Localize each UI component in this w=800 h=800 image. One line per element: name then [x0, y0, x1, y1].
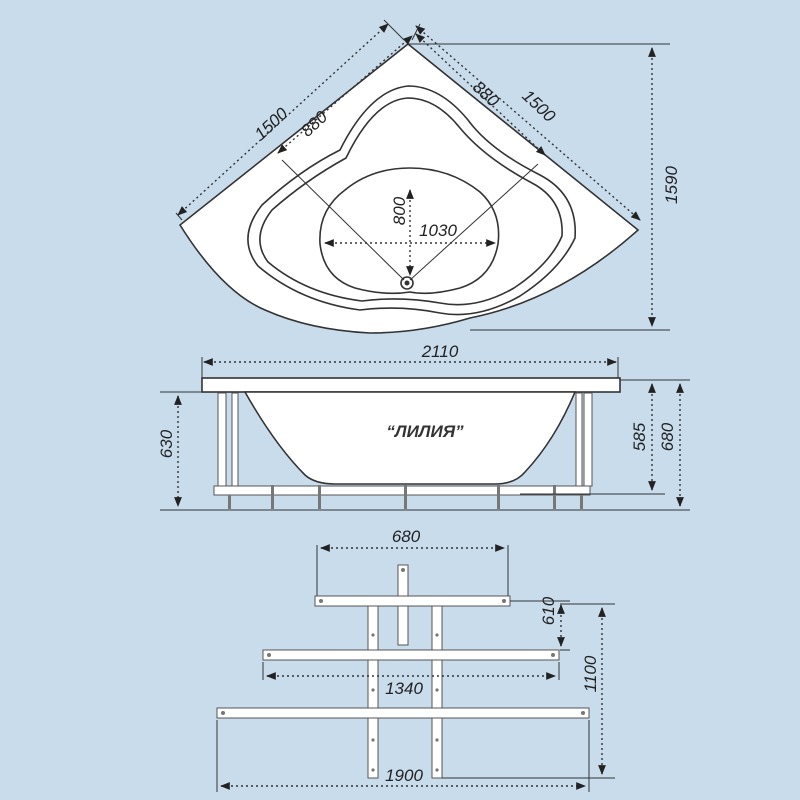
frame-top-depth-label: 610 [539, 596, 558, 625]
height-left-label: 630 [157, 429, 176, 458]
frame-bottom-bar [216, 707, 590, 719]
overall-depth-label: 1590 [662, 166, 681, 204]
frame-bolts [221, 568, 585, 772]
height-inner-label: 585 [630, 422, 649, 451]
top-view: 1500 880 880 1500 800 1030 1590 [175, 19, 681, 334]
product-name-label: “ЛИЛИЯ” [386, 422, 464, 441]
side-view: 2110 630 585 680 “ЛИЛИЯ” [157, 342, 690, 511]
leveling-feet [228, 485, 583, 509]
tub-rim-side [201, 377, 621, 393]
frame-overall-depth-label: 1100 [581, 655, 600, 692]
frame-view: 680 610 1340 1100 [216, 527, 615, 792]
bowl-width-label: 1030 [419, 221, 457, 240]
overall-length-label: 2110 [421, 342, 459, 361]
height-right-label: 680 [658, 422, 677, 451]
top-side-b-outer-label: 1500 [518, 86, 559, 126]
top-side-a-outer-label: 1500 [251, 104, 292, 144]
bowl-depth-label: 800 [390, 196, 409, 225]
frame-bottom-width-label: 1900 [385, 766, 423, 785]
frame-base-side [213, 485, 591, 496]
frame-top-bar [314, 595, 511, 607]
frame-top-width-label: 680 [392, 527, 421, 546]
frame-middle-bar [262, 649, 560, 661]
tub-body-side [243, 391, 577, 485]
frame-middle-width-label: 1340 [385, 679, 423, 698]
